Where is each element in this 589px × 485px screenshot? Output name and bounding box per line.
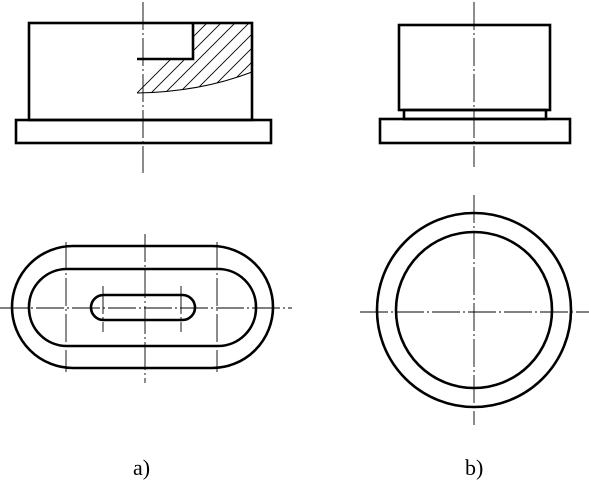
panel-b-base-plate: [378, 117, 572, 145]
panel-a-outer-contour: [10, 244, 275, 370]
panel-a-caption: a): [133, 455, 151, 480]
panel-a-slot-section-outline: [137, 23, 195, 61]
panel-b-body: [397, 23, 552, 112]
panel-a-base-plate: [14, 118, 273, 145]
panel-a-front-view: [14, 2, 273, 173]
panel-a-top-view: [0, 234, 292, 383]
panel-b-neck: [402, 108, 548, 121]
panel-a-body: [27, 21, 254, 122]
panel-a-break-line: [136, 71, 253, 94]
panel-a-section-hatching: [137, 23, 252, 93]
panel-a-inner-contour: [27, 267, 258, 348]
panel-b-top-view: [360, 195, 589, 425]
panel-b-caption: b): [465, 455, 484, 480]
panel-a-slot-contour: [89, 293, 197, 322]
panel-b-front-view: [378, 2, 572, 167]
